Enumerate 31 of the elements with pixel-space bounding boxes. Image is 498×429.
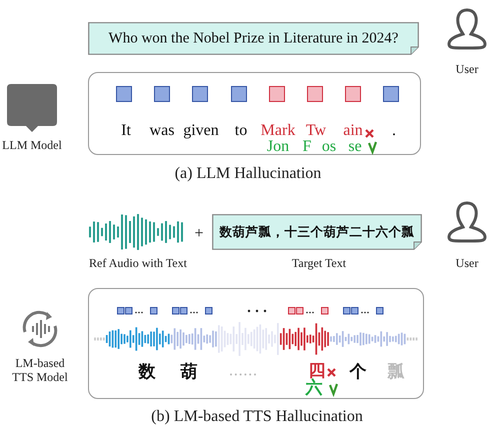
word: given xyxy=(183,123,219,139)
caption-label: LLM Model xyxy=(2,138,62,152)
character: 瓢 xyxy=(388,363,404,380)
word: was xyxy=(150,123,174,139)
word: os xyxy=(322,139,336,155)
character: 葫 xyxy=(180,363,198,380)
output-panel xyxy=(88,288,424,399)
subfigure-caption: (a) LLM Hallucination xyxy=(174,164,322,184)
word: se xyxy=(348,139,362,155)
word: Tw xyxy=(306,123,326,139)
character: 四 xyxy=(308,362,326,379)
output-panel xyxy=(88,72,421,155)
word: to xyxy=(234,123,248,139)
character: 六 xyxy=(306,379,322,396)
word: F xyxy=(302,139,312,155)
subfigure-caption: (b) LM-based TTS Hallucination xyxy=(151,407,363,426)
word: ain xyxy=(343,123,363,139)
word: It xyxy=(121,123,131,139)
plus-sign: + xyxy=(194,224,204,244)
caption-label: User xyxy=(456,256,478,270)
character: 个 xyxy=(350,363,366,380)
word: Jon xyxy=(266,139,290,155)
question-text: Who won the Nobel Prize in Literature in 2024? xyxy=(108,31,398,46)
character: 数 xyxy=(138,363,156,380)
caption-label: Target Text xyxy=(292,256,346,270)
caption-label: User xyxy=(456,62,478,76)
word: Mark xyxy=(260,123,296,139)
word: . xyxy=(392,123,396,139)
caption-label: LM-based TTS Model xyxy=(11,356,69,385)
caption-label: Ref Audio with Text xyxy=(89,256,187,270)
target-text: 数葫芦瓢，十三个葫芦二十六个瓢 xyxy=(220,226,414,238)
